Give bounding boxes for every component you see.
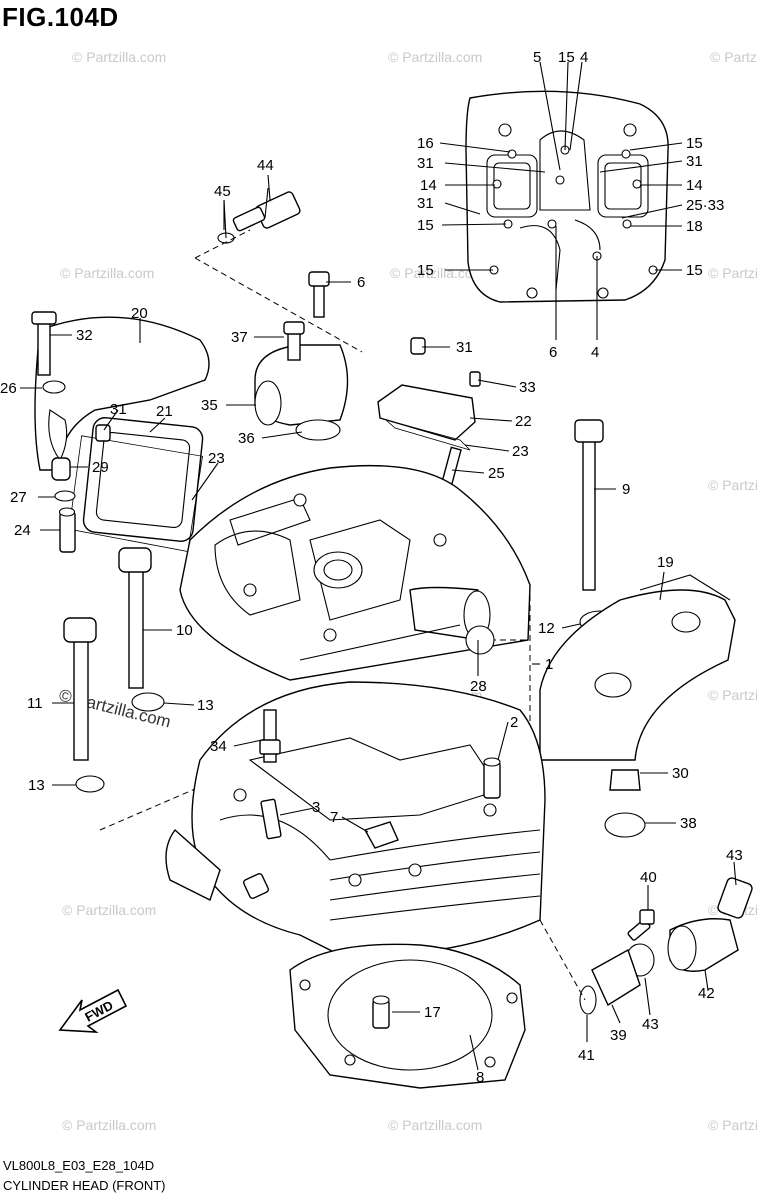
figure-code: VL800L8_E03_E28_104D xyxy=(3,1158,155,1173)
callout-30: 30 xyxy=(672,765,689,782)
callout-31: 31 xyxy=(686,153,703,170)
head-gasket xyxy=(289,943,526,1089)
callout-4: 4 xyxy=(591,344,599,361)
callout-20: 20 xyxy=(131,305,148,322)
callout-28: 28 xyxy=(470,678,487,695)
callout-26: 26 xyxy=(0,380,17,397)
callout-15: 15 xyxy=(686,135,703,152)
callout-24: 24 xyxy=(14,522,31,539)
callout-31: 31 xyxy=(110,401,127,418)
callout-21: 21 xyxy=(156,403,173,420)
callout-45: 45 xyxy=(214,183,231,200)
watermark: © Partzilla.com xyxy=(708,265,757,281)
callout-43: 43 xyxy=(726,847,743,864)
callout-5: 5 xyxy=(533,49,541,66)
callout-22: 22 xyxy=(515,413,532,430)
watermark: © Partzilla.com xyxy=(62,902,156,918)
callout-11: 11 xyxy=(27,695,43,712)
cylinder-cover xyxy=(539,574,736,838)
callout-13: 13 xyxy=(28,777,45,794)
callout-25-33: 25·33 xyxy=(686,197,724,214)
callout-32: 32 xyxy=(76,327,93,344)
watermark: © Partzilla.com xyxy=(708,687,757,703)
watermark: © Partzilla.com xyxy=(62,1117,156,1133)
callout-37: 37 xyxy=(231,329,248,346)
temperature-sensor xyxy=(217,187,301,244)
figure-title: FIG.104D xyxy=(2,2,119,32)
watermark: © Partzilla.com xyxy=(388,1117,482,1133)
callout-27: 27 xyxy=(10,489,27,506)
thermostat-housing xyxy=(194,229,363,441)
figure-caption: CYLINDER HEAD (FRONT) xyxy=(3,1178,166,1193)
callout-6: 6 xyxy=(357,274,365,291)
cylinder-block xyxy=(165,681,546,957)
callout-29: 29 xyxy=(92,459,109,476)
callout-33: 33 xyxy=(519,379,536,396)
callout-34: 34 xyxy=(210,738,227,755)
callout-39: 39 xyxy=(610,1027,627,1044)
callout-15: 15 xyxy=(686,262,703,279)
callout-19: 19 xyxy=(657,554,674,571)
callout-4: 4 xyxy=(580,49,588,66)
callout-3: 3 xyxy=(312,799,320,816)
callout-7: 7 xyxy=(330,809,338,826)
callout-25: 25 xyxy=(488,465,505,482)
callout-17: 17 xyxy=(424,1004,441,1021)
callout-31: 31 xyxy=(417,155,434,172)
callout-38: 38 xyxy=(680,815,697,832)
head-top-view xyxy=(465,90,669,303)
leader-lines xyxy=(20,61,737,1071)
watermark: © Partzilla.com xyxy=(708,477,757,493)
watermark: © Partzilla.com xyxy=(710,49,757,65)
callout-6: 6 xyxy=(549,344,557,361)
callout-41: 41 xyxy=(578,1047,595,1064)
cylinder-head xyxy=(179,464,531,760)
callout-15: 15 xyxy=(558,49,575,66)
watermark: © Partzilla.com xyxy=(72,49,166,65)
callout-23: 23 xyxy=(208,450,225,467)
intake-pipe-group xyxy=(539,877,753,1015)
watermark: © Partzilla.com xyxy=(708,1117,757,1133)
callout-23: 23 xyxy=(512,443,529,460)
callout-8: 8 xyxy=(476,1069,484,1086)
callout-31: 31 xyxy=(456,339,473,356)
callout-43: 43 xyxy=(642,1016,659,1033)
callout-31: 31 xyxy=(417,195,434,212)
callout-15: 15 xyxy=(417,262,434,279)
callout-15: 15 xyxy=(417,217,434,234)
callout-1: 1 xyxy=(545,656,553,673)
callout-44: 44 xyxy=(257,157,274,174)
right-cover-group xyxy=(377,337,481,490)
callout-14: 14 xyxy=(686,177,703,194)
watermark: © Partzilla.com xyxy=(390,265,484,281)
callout-14: 14 xyxy=(420,177,437,194)
callout-labels: 5 15 4 16 31 14 31 15 15 15 31 14 25·33 … xyxy=(0,49,743,1086)
callout-36: 36 xyxy=(238,430,255,447)
callout-16: 16 xyxy=(417,135,434,152)
callout-10: 10 xyxy=(176,622,193,639)
watermark: © Partzilla.com xyxy=(388,49,482,65)
callout-35: 35 xyxy=(201,397,218,414)
callout-9: 9 xyxy=(622,481,630,498)
callout-42: 42 xyxy=(698,985,715,1002)
callout-12: 12 xyxy=(538,620,555,637)
callout-18: 18 xyxy=(686,218,703,235)
watermark: © Partzilla.com xyxy=(60,265,154,281)
callout-40: 40 xyxy=(640,869,657,886)
left-cover-group xyxy=(31,311,210,553)
forward-arrow: FWD xyxy=(58,988,128,1033)
callout-2: 2 xyxy=(510,714,518,731)
callout-13: 13 xyxy=(197,697,214,714)
spark-plugs xyxy=(259,709,282,840)
